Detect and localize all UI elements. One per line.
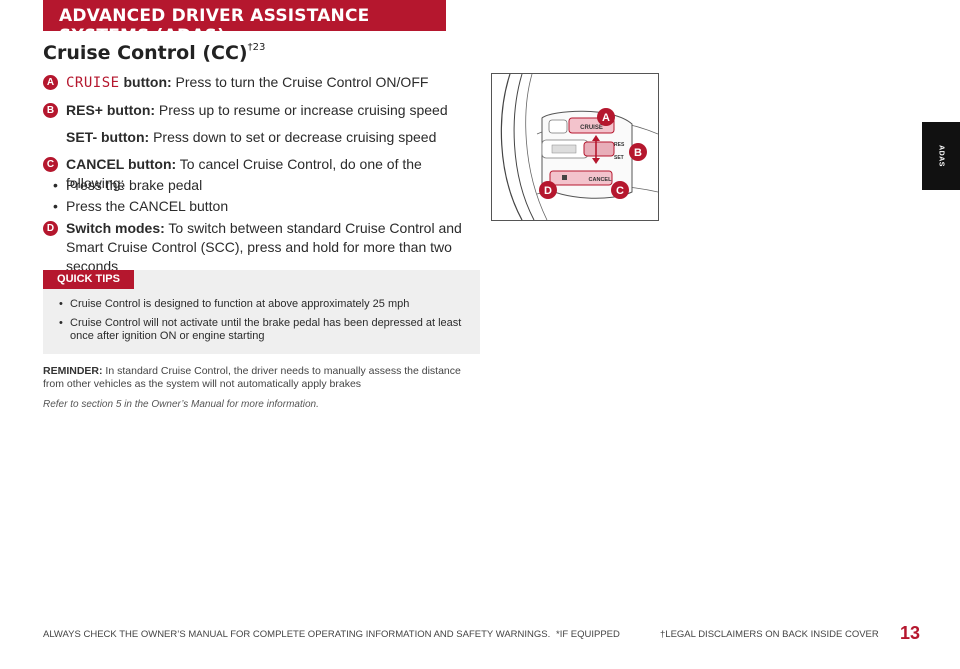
reminder-label: REMINDER:: [43, 365, 103, 377]
side-tab-adas[interactable]: ADAS: [922, 122, 960, 190]
quick-tips-label: QUICK TIPS: [43, 270, 134, 289]
illus-set-label: SET: [614, 155, 624, 161]
quick-tip: Cruise Control is designed to function a…: [59, 298, 471, 311]
footer-warning: ALWAYS CHECK THE OWNER’S MANUAL FOR COMP…: [43, 629, 551, 640]
badge-a: A: [43, 75, 58, 90]
callout-d: D: [544, 185, 552, 197]
steering-wheel-controls-illustration: CRUISE RES SET CANCEL A B D C: [491, 73, 659, 221]
item-set-text: Press down to set or decrease cruising s…: [149, 129, 437, 145]
item-res-button: B RES+ button: Press up to resume or inc…: [43, 101, 463, 120]
title-superscript: †23: [247, 41, 266, 53]
item-c-label: CANCEL button:: [66, 156, 177, 172]
item-cruise-button: A CRUISE button: Press to turn the Cruis…: [43, 73, 463, 93]
steering-wheel-drawing: CRUISE RES SET CANCEL A B D C: [500, 73, 659, 221]
badge-d: D: [43, 221, 58, 236]
callout-b: B: [634, 147, 642, 159]
cancel-bullet-text: Press the CANCEL button: [66, 198, 229, 214]
item-b-text: Press up to resume or increase cruising …: [155, 102, 448, 118]
item-d-text: To switch between standard Cruise Contro…: [66, 220, 462, 274]
illus-res-label: RES: [614, 142, 625, 148]
item-d-label: Switch modes:: [66, 220, 165, 236]
section-header-bar: ADVANCED DRIVER ASSISTANCE SYSTEMS (ADAS…: [43, 0, 446, 46]
footer-legal: †LEGAL DISCLAIMERS ON BACK INSIDE COVER: [660, 629, 879, 640]
cruise-word: CRUISE: [66, 75, 120, 91]
item-a-label: button:: [119, 74, 172, 90]
item-b-label: RES+ button:: [66, 102, 156, 118]
badge-b: B: [43, 103, 58, 118]
reminder-note: REMINDER: In standard Cruise Control, th…: [43, 365, 483, 391]
page-number: 13: [900, 623, 921, 643]
callout-a: A: [602, 112, 610, 124]
item-switch-modes: D Switch modes: To switch between standa…: [43, 219, 463, 276]
callout-c: C: [616, 185, 624, 197]
cancel-bullet: Press the brake pedal: [53, 177, 203, 193]
item-a-text: Press to turn the Cruise Control ON/OFF: [171, 74, 429, 90]
illus-cruise-label: CRUISE: [580, 125, 603, 131]
quick-tip-text: Cruise Control is designed to function a…: [70, 298, 410, 310]
side-tab-label: ADAS: [937, 145, 945, 167]
reminder-text: In standard Cruise Control, the driver n…: [43, 365, 461, 390]
section-header-title: ADVANCED DRIVER ASSISTANCE SYSTEMS (ADAS…: [59, 6, 370, 46]
illus-cancel-label: CANCEL: [589, 177, 613, 183]
cancel-bullet-text: Press the brake pedal: [66, 177, 203, 193]
badge-c: C: [43, 157, 58, 172]
quick-tip-text: Cruise Control will not activate until t…: [70, 317, 462, 342]
page-title-text: Cruise Control (CC): [43, 42, 248, 64]
quick-tip: Cruise Control will not activate until t…: [59, 317, 471, 343]
manual-reference: Refer to section 5 in the Owner’s Manual…: [43, 399, 319, 410]
footer-if-equipped: *IF EQUIPPED: [556, 629, 620, 640]
cancel-bullet: Press the CANCEL button: [53, 198, 229, 214]
page-title: Cruise Control (CC)†23: [43, 42, 265, 64]
item-set-button: SET- button: Press down to set or decrea…: [43, 128, 463, 147]
item-set-label: SET- button:: [66, 129, 150, 145]
